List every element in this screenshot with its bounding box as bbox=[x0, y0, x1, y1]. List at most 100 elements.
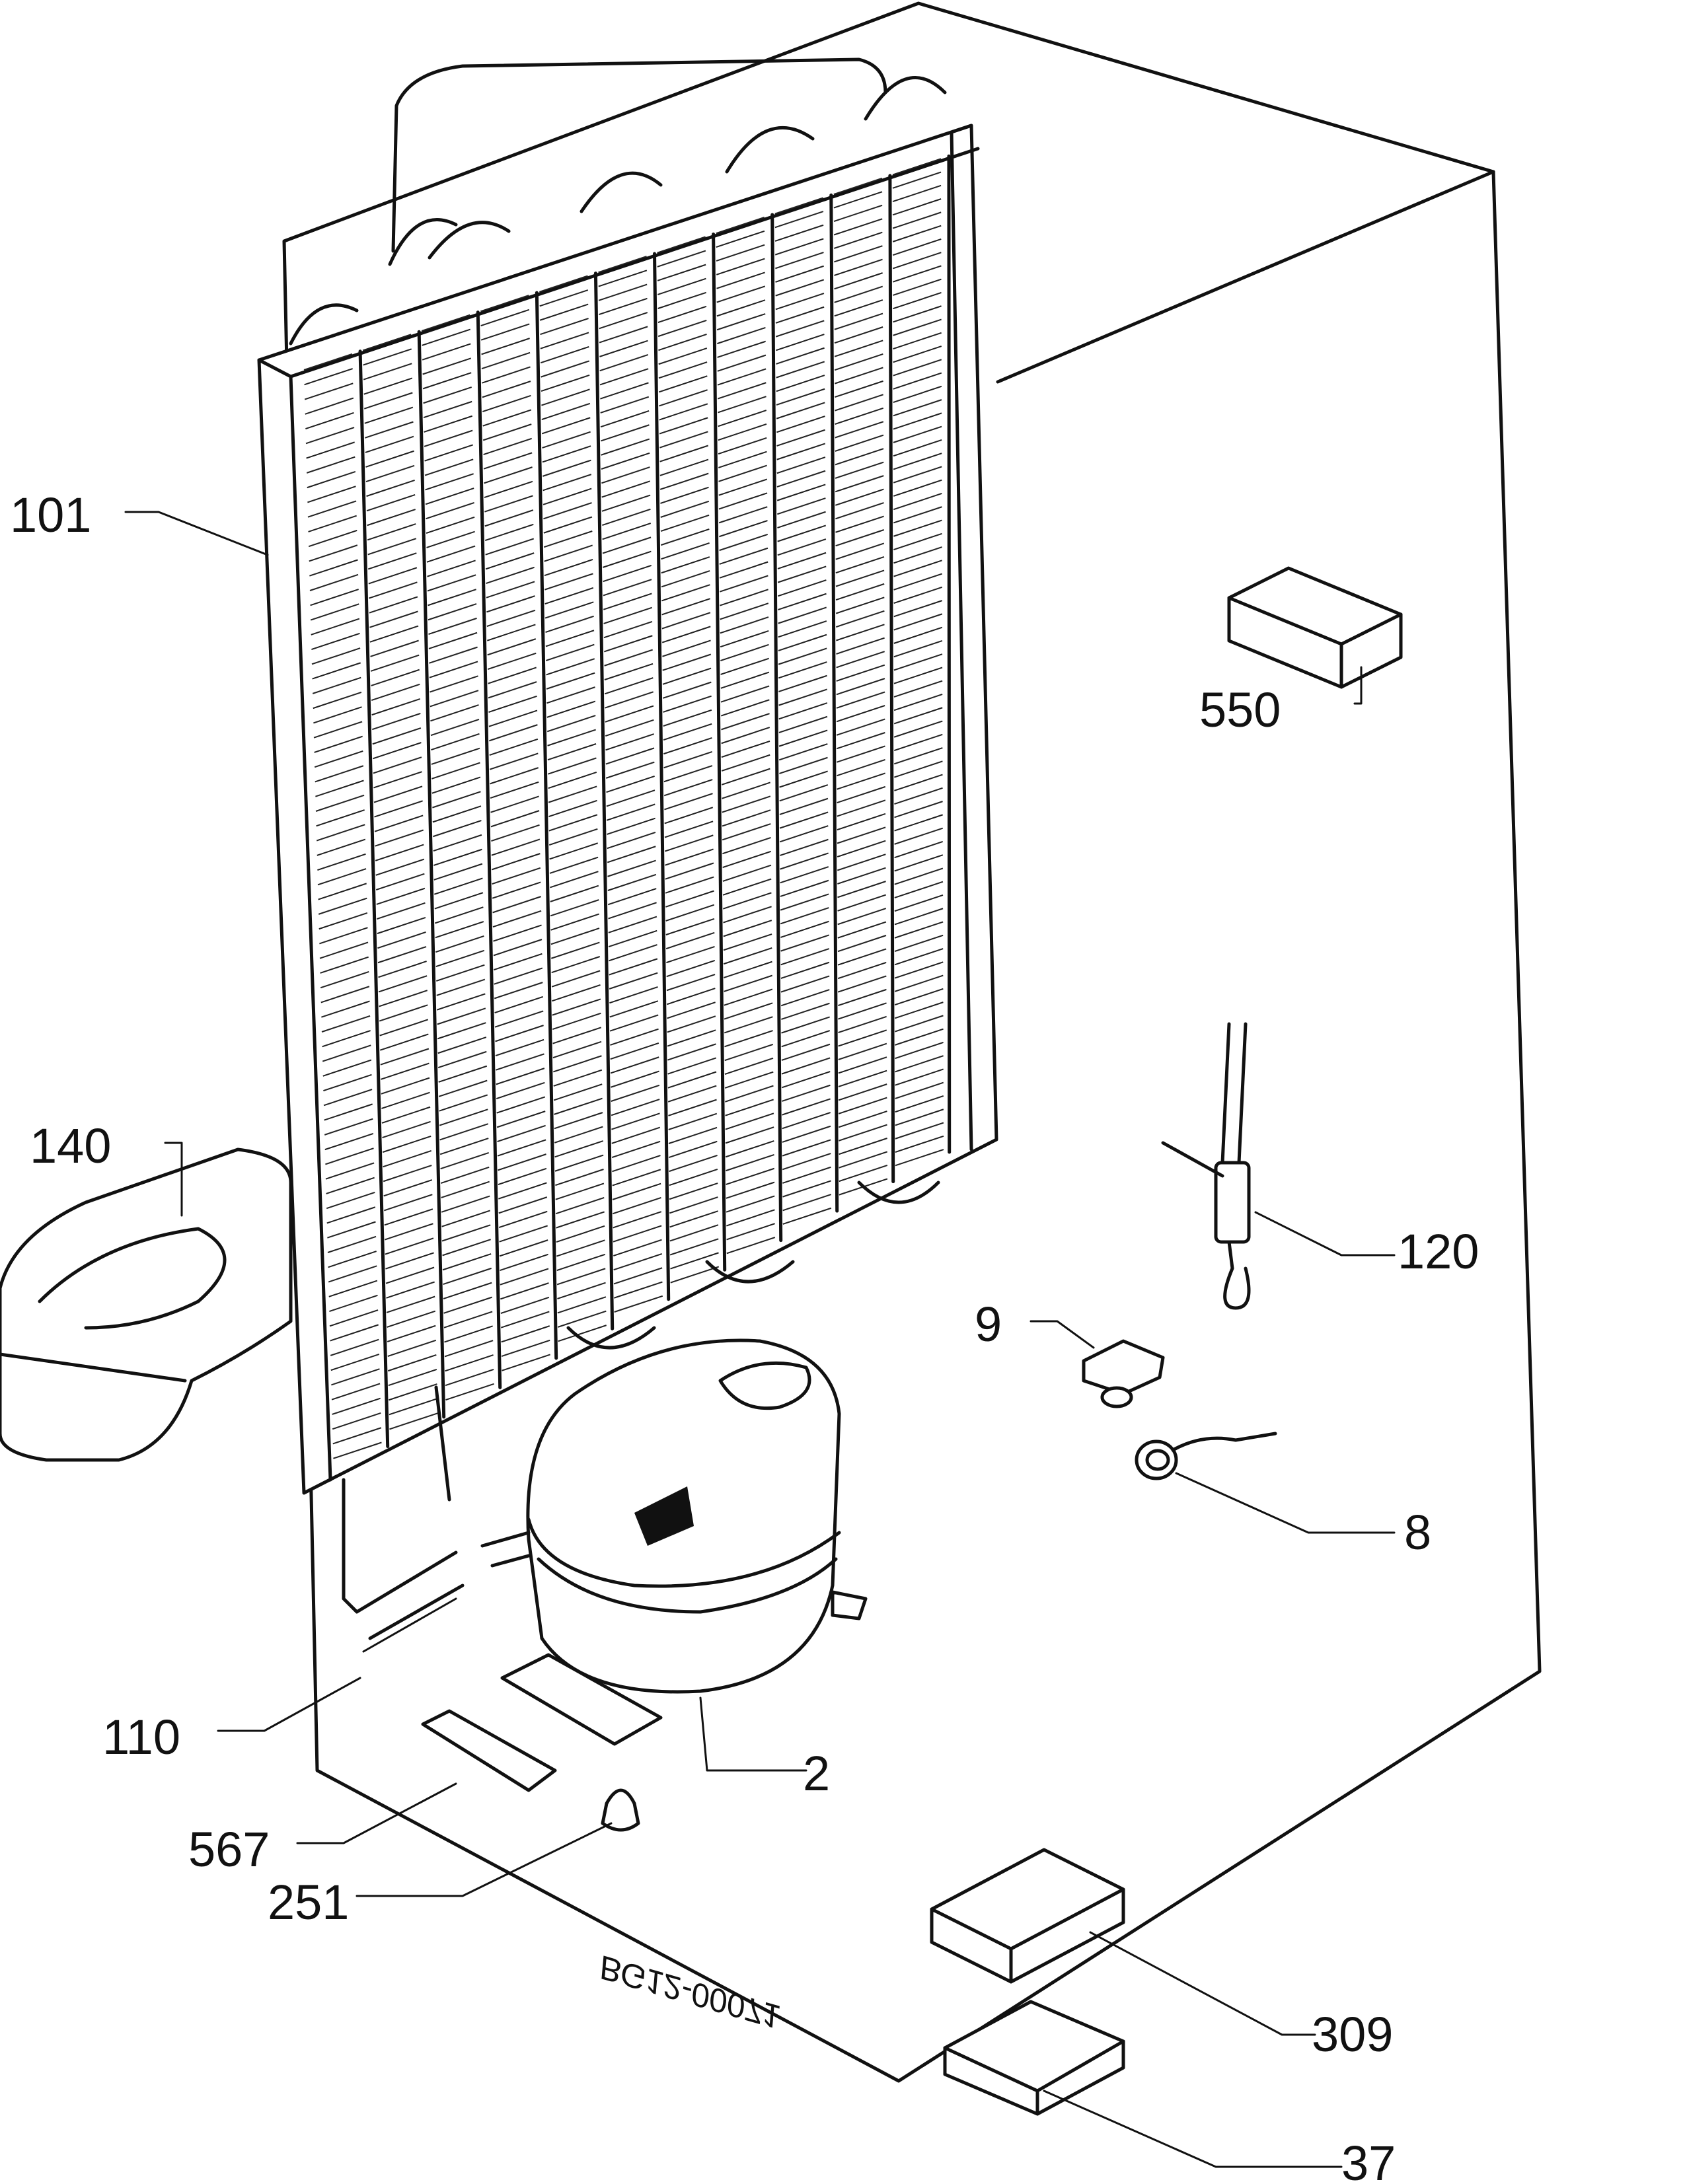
condenser-tubes bbox=[289, 57, 947, 1502]
condenser-fin bbox=[379, 1004, 428, 1022]
condenser-fin bbox=[837, 961, 887, 980]
condenser-fin bbox=[491, 838, 541, 856]
condenser-fin bbox=[435, 921, 484, 939]
condenser-fin bbox=[317, 853, 366, 871]
terminal-cover bbox=[943, 2000, 1125, 2116]
condenser-fin bbox=[661, 542, 710, 560]
callout-309: 309 bbox=[1312, 2007, 1393, 2062]
condenser-fin bbox=[721, 727, 770, 745]
callout-9: 9 bbox=[975, 1297, 1002, 1352]
condenser-fin bbox=[435, 964, 485, 982]
condenser-fin bbox=[610, 1042, 659, 1060]
condenser-fin bbox=[541, 388, 590, 406]
condenser-fins bbox=[303, 154, 952, 1459]
condenser-fin bbox=[383, 1194, 433, 1212]
condenser-fin bbox=[724, 988, 773, 1006]
condenser-fin bbox=[548, 799, 597, 818]
condenser-fin bbox=[670, 1266, 720, 1284]
condenser-fin bbox=[373, 756, 422, 774]
condenser-fin bbox=[441, 1195, 490, 1213]
condenser-fin bbox=[893, 506, 942, 524]
drawing-code: BG12-00071 bbox=[595, 1948, 785, 2035]
condenser-fin bbox=[778, 661, 827, 679]
condenser-fin bbox=[895, 1149, 944, 1167]
leader-lines bbox=[124, 511, 1396, 2168]
condenser-fin bbox=[893, 600, 943, 618]
condenser-fin bbox=[386, 1281, 435, 1299]
condenser-fin bbox=[441, 1181, 490, 1198]
condenser-fin bbox=[424, 444, 473, 462]
condenser-fin bbox=[482, 366, 531, 384]
condenser-fin bbox=[328, 1280, 378, 1297]
condenser-tube bbox=[888, 174, 895, 1184]
condenser-tube bbox=[712, 233, 727, 1272]
condenser-fin bbox=[493, 939, 543, 957]
condenser-fin bbox=[839, 1164, 888, 1183]
condenser-fin bbox=[724, 1071, 774, 1089]
condenser-fin bbox=[657, 236, 706, 254]
condenser-fin bbox=[893, 747, 943, 765]
condenser-fin bbox=[552, 998, 601, 1016]
condenser-fin bbox=[836, 664, 885, 682]
condenser-fin bbox=[372, 727, 422, 745]
condenser-fin bbox=[307, 470, 356, 489]
condenser-fin bbox=[837, 799, 886, 817]
condenser-fin bbox=[365, 450, 414, 468]
condenser-fin bbox=[724, 961, 772, 978]
condenser-fin bbox=[895, 1068, 944, 1086]
condenser-fin bbox=[320, 956, 369, 974]
condenser-fin bbox=[838, 1029, 887, 1047]
condenser-fin bbox=[780, 838, 829, 856]
condenser-fin bbox=[543, 488, 592, 505]
condenser-fin bbox=[839, 1151, 888, 1169]
condenser-fin bbox=[780, 961, 830, 979]
condenser-fin bbox=[723, 892, 772, 910]
condenser-fin bbox=[833, 218, 883, 236]
condenser-fin bbox=[539, 303, 589, 321]
condenser-fin bbox=[835, 556, 885, 574]
condenser-fin bbox=[893, 318, 942, 336]
condenser-fin bbox=[482, 394, 531, 412]
condenser-fin bbox=[385, 1252, 434, 1270]
condenser-fin bbox=[834, 272, 883, 290]
condenser-fin bbox=[556, 1268, 606, 1286]
condenser-fin bbox=[777, 552, 827, 569]
condenser-fin bbox=[552, 1040, 602, 1058]
condenser-fin bbox=[502, 1354, 550, 1371]
condenser-fin bbox=[546, 658, 595, 676]
condenser-fin bbox=[386, 1295, 435, 1313]
condenser-fin bbox=[664, 820, 714, 838]
condenser-fin bbox=[550, 899, 599, 917]
condenser-fin bbox=[609, 958, 658, 976]
condenser-fin bbox=[603, 564, 652, 583]
condenser-fin bbox=[499, 1239, 548, 1257]
condenser-fin bbox=[314, 750, 363, 768]
callout-120: 120 bbox=[1398, 1224, 1479, 1279]
condenser-tube bbox=[770, 213, 783, 1243]
condenser-fin bbox=[327, 1235, 377, 1253]
condenser-fin bbox=[433, 834, 482, 852]
condenser-fin bbox=[895, 1122, 944, 1140]
condenser-fin bbox=[893, 332, 942, 349]
condenser-fin bbox=[381, 1062, 430, 1080]
condenser-fin bbox=[550, 885, 599, 902]
condenser-fin bbox=[305, 412, 354, 430]
condenser-fin bbox=[718, 396, 767, 414]
condenser-fin bbox=[548, 757, 597, 775]
condenser-fin bbox=[893, 385, 942, 404]
condenser-fin bbox=[722, 768, 770, 785]
condenser-fin bbox=[892, 211, 942, 229]
condenser-fin bbox=[667, 1029, 716, 1047]
condenser-fin bbox=[659, 417, 708, 435]
condenser-fin bbox=[445, 1368, 494, 1387]
condenser-fin bbox=[778, 620, 827, 638]
clip-bracket bbox=[1227, 566, 1403, 689]
condenser-fin bbox=[554, 1140, 604, 1158]
condenser-fin bbox=[440, 1151, 490, 1170]
condenser-fin bbox=[722, 795, 771, 813]
condenser-fin bbox=[893, 453, 942, 470]
condenser-fin bbox=[837, 785, 886, 804]
condenser-fin bbox=[378, 961, 427, 978]
condenser-fin bbox=[723, 933, 772, 951]
callout-8: 8 bbox=[1404, 1505, 1431, 1560]
